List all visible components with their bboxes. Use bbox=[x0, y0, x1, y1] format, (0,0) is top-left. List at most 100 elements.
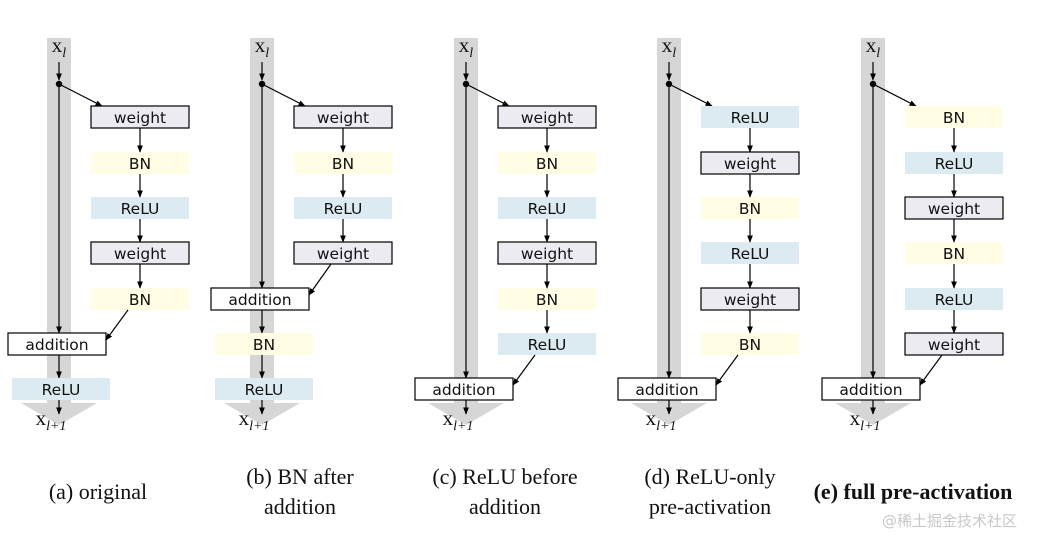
panel-a-addition-label: addition bbox=[25, 336, 88, 354]
panel-d-block-2-label: weight bbox=[724, 155, 776, 173]
panel-c-merge-arrow bbox=[512, 354, 536, 386]
panel-d-block-1-box bbox=[701, 106, 799, 128]
panel-a-post-block-1-label: ReLU bbox=[42, 381, 81, 399]
panel-e-block-5: ReLU bbox=[905, 288, 1003, 310]
panel-e-block-2-label: ReLU bbox=[935, 155, 974, 173]
caption-line: (d) ReLU-only bbox=[644, 464, 776, 489]
panel-e-block-4-box bbox=[905, 242, 1003, 264]
panel-d-block-3-label: BN bbox=[739, 200, 761, 218]
panel-a-block-3-label: ReLU bbox=[121, 200, 160, 218]
panel-c-input-label: xl bbox=[459, 33, 474, 61]
panel-b-post-block-2-label: ReLU bbox=[245, 381, 284, 399]
panel-b-block-4-label: weight bbox=[317, 245, 369, 263]
panel-d-block-1: ReLU bbox=[701, 106, 799, 128]
panel-a-post-block-1-box bbox=[12, 378, 110, 400]
panel-d-branch-arrow bbox=[668, 83, 713, 107]
panel-d-addition-label: addition bbox=[635, 381, 698, 399]
panel-c-block-5-box bbox=[498, 288, 596, 310]
panel-c-block-1: weight bbox=[497, 105, 597, 129]
panel-c-block-6-label: ReLU bbox=[528, 336, 567, 354]
panel-a-merge-arrow bbox=[105, 309, 129, 341]
panel-c-addition: addition bbox=[414, 377, 514, 401]
caption-line: (a) original bbox=[48, 479, 148, 504]
panel-d-block-4-box bbox=[701, 242, 799, 264]
panel-c-block-6-box bbox=[498, 333, 596, 355]
panel-e-block-4-label: BN bbox=[943, 245, 965, 263]
panel-d-merge-arrow bbox=[715, 354, 739, 386]
panel-c-block-3-label: ReLU bbox=[528, 200, 567, 218]
panel-c-addition-label: addition bbox=[432, 381, 495, 399]
panel-e-block-1: BN bbox=[905, 106, 1003, 128]
panel-a-addition: addition bbox=[7, 332, 107, 356]
panel-e-input-label: xl bbox=[866, 33, 881, 61]
panel-a-output-label: xl+1 bbox=[36, 406, 67, 434]
panel-e-block-6: weight bbox=[904, 332, 1004, 356]
panel-b-addition-label: addition bbox=[228, 291, 291, 309]
panel-c-block-3-box bbox=[498, 197, 596, 219]
panel-a-block-5-label: BN bbox=[129, 291, 151, 309]
panel-c-block-4-label: weight bbox=[521, 245, 573, 263]
panel-e-block-5-box bbox=[905, 288, 1003, 310]
panel-b-block-1: weight bbox=[293, 105, 393, 129]
panel-d-block-4-label: ReLU bbox=[731, 245, 770, 263]
panel-e-block-1-box bbox=[905, 106, 1003, 128]
panel-d-block-6-box bbox=[701, 333, 799, 355]
panel-b-branch-arrow bbox=[261, 83, 306, 107]
panel-c-block-1-label: weight bbox=[521, 109, 573, 127]
panel-e-block-6-label: weight bbox=[928, 336, 980, 354]
panel-b-block-2-box bbox=[294, 152, 392, 174]
panel-a-block-4: weight bbox=[90, 241, 190, 265]
panel-c-block-2-box bbox=[498, 152, 596, 174]
panel-d-block-6: BN bbox=[701, 333, 799, 355]
panel-d-block-6-label: BN bbox=[739, 336, 761, 354]
panel-a-block-1: weight bbox=[90, 105, 190, 129]
caption-line: (e) full pre-activation bbox=[813, 479, 1013, 504]
caption-a: (a) original bbox=[0, 477, 198, 507]
panel-e-branch-arrow bbox=[872, 83, 917, 107]
panel-c-block-5-label: BN bbox=[536, 291, 558, 309]
panel-a-block-5: BN bbox=[91, 288, 189, 310]
panel-b-block-2-label: BN bbox=[332, 155, 354, 173]
caption-line: addition bbox=[468, 494, 542, 519]
panel-a-block-1-label: weight bbox=[114, 109, 166, 127]
panel-b-input-label: xl bbox=[255, 33, 270, 61]
panel-a-block-4-label: weight bbox=[114, 245, 166, 263]
panel-e-block-2: ReLU bbox=[905, 152, 1003, 174]
panel-a-block-2-label: BN bbox=[129, 155, 151, 173]
panel-c-block-2-label: BN bbox=[536, 155, 558, 173]
panel-d-block-2: weight bbox=[700, 151, 800, 175]
panel-d-block-1-label: ReLU bbox=[731, 109, 770, 127]
panel-a-block-5-box bbox=[91, 288, 189, 310]
panel-a-block-3: ReLU bbox=[91, 197, 189, 219]
caption-c: (c) ReLU before addition bbox=[405, 462, 605, 522]
panel-a-branch-arrow bbox=[58, 83, 103, 107]
panel-e-block-3-label: weight bbox=[928, 200, 980, 218]
panel-b-block-2: BN bbox=[294, 152, 392, 174]
caption-line: (c) ReLU before bbox=[432, 464, 578, 489]
panel-a-post-block-1: ReLU bbox=[12, 378, 110, 400]
panel-c-block-6: ReLU bbox=[498, 333, 596, 355]
panel-b-block-3-box bbox=[294, 197, 392, 219]
panel-b-merge-arrow bbox=[308, 263, 332, 296]
panel-e-addition-label: addition bbox=[839, 381, 902, 399]
panel-c-block-3: ReLU bbox=[498, 197, 596, 219]
panel-c-block-5: BN bbox=[498, 288, 596, 310]
panel-d-addition: addition bbox=[617, 377, 717, 401]
panel-b-block-1-label: weight bbox=[317, 109, 369, 127]
panel-d-block-5: weight bbox=[700, 287, 800, 311]
panel-b-block-3-label: ReLU bbox=[324, 200, 363, 218]
caption-e: (e) full pre-activation bbox=[788, 477, 1037, 507]
panel-a-block-2: BN bbox=[91, 152, 189, 174]
panel-e-block-2-box bbox=[905, 152, 1003, 174]
panel-b-block-4: weight bbox=[293, 241, 393, 265]
panel-b-addition: addition bbox=[210, 287, 310, 311]
caption-line: (b) BN after bbox=[246, 464, 354, 489]
panel-b-post-block-1-box bbox=[215, 333, 313, 355]
watermark: @稀土掘金技术社区 bbox=[881, 512, 1017, 530]
panel-d-block-4: ReLU bbox=[701, 242, 799, 264]
panel-d-input-label: xl bbox=[662, 33, 677, 61]
panel-d-block-3-box bbox=[701, 197, 799, 219]
